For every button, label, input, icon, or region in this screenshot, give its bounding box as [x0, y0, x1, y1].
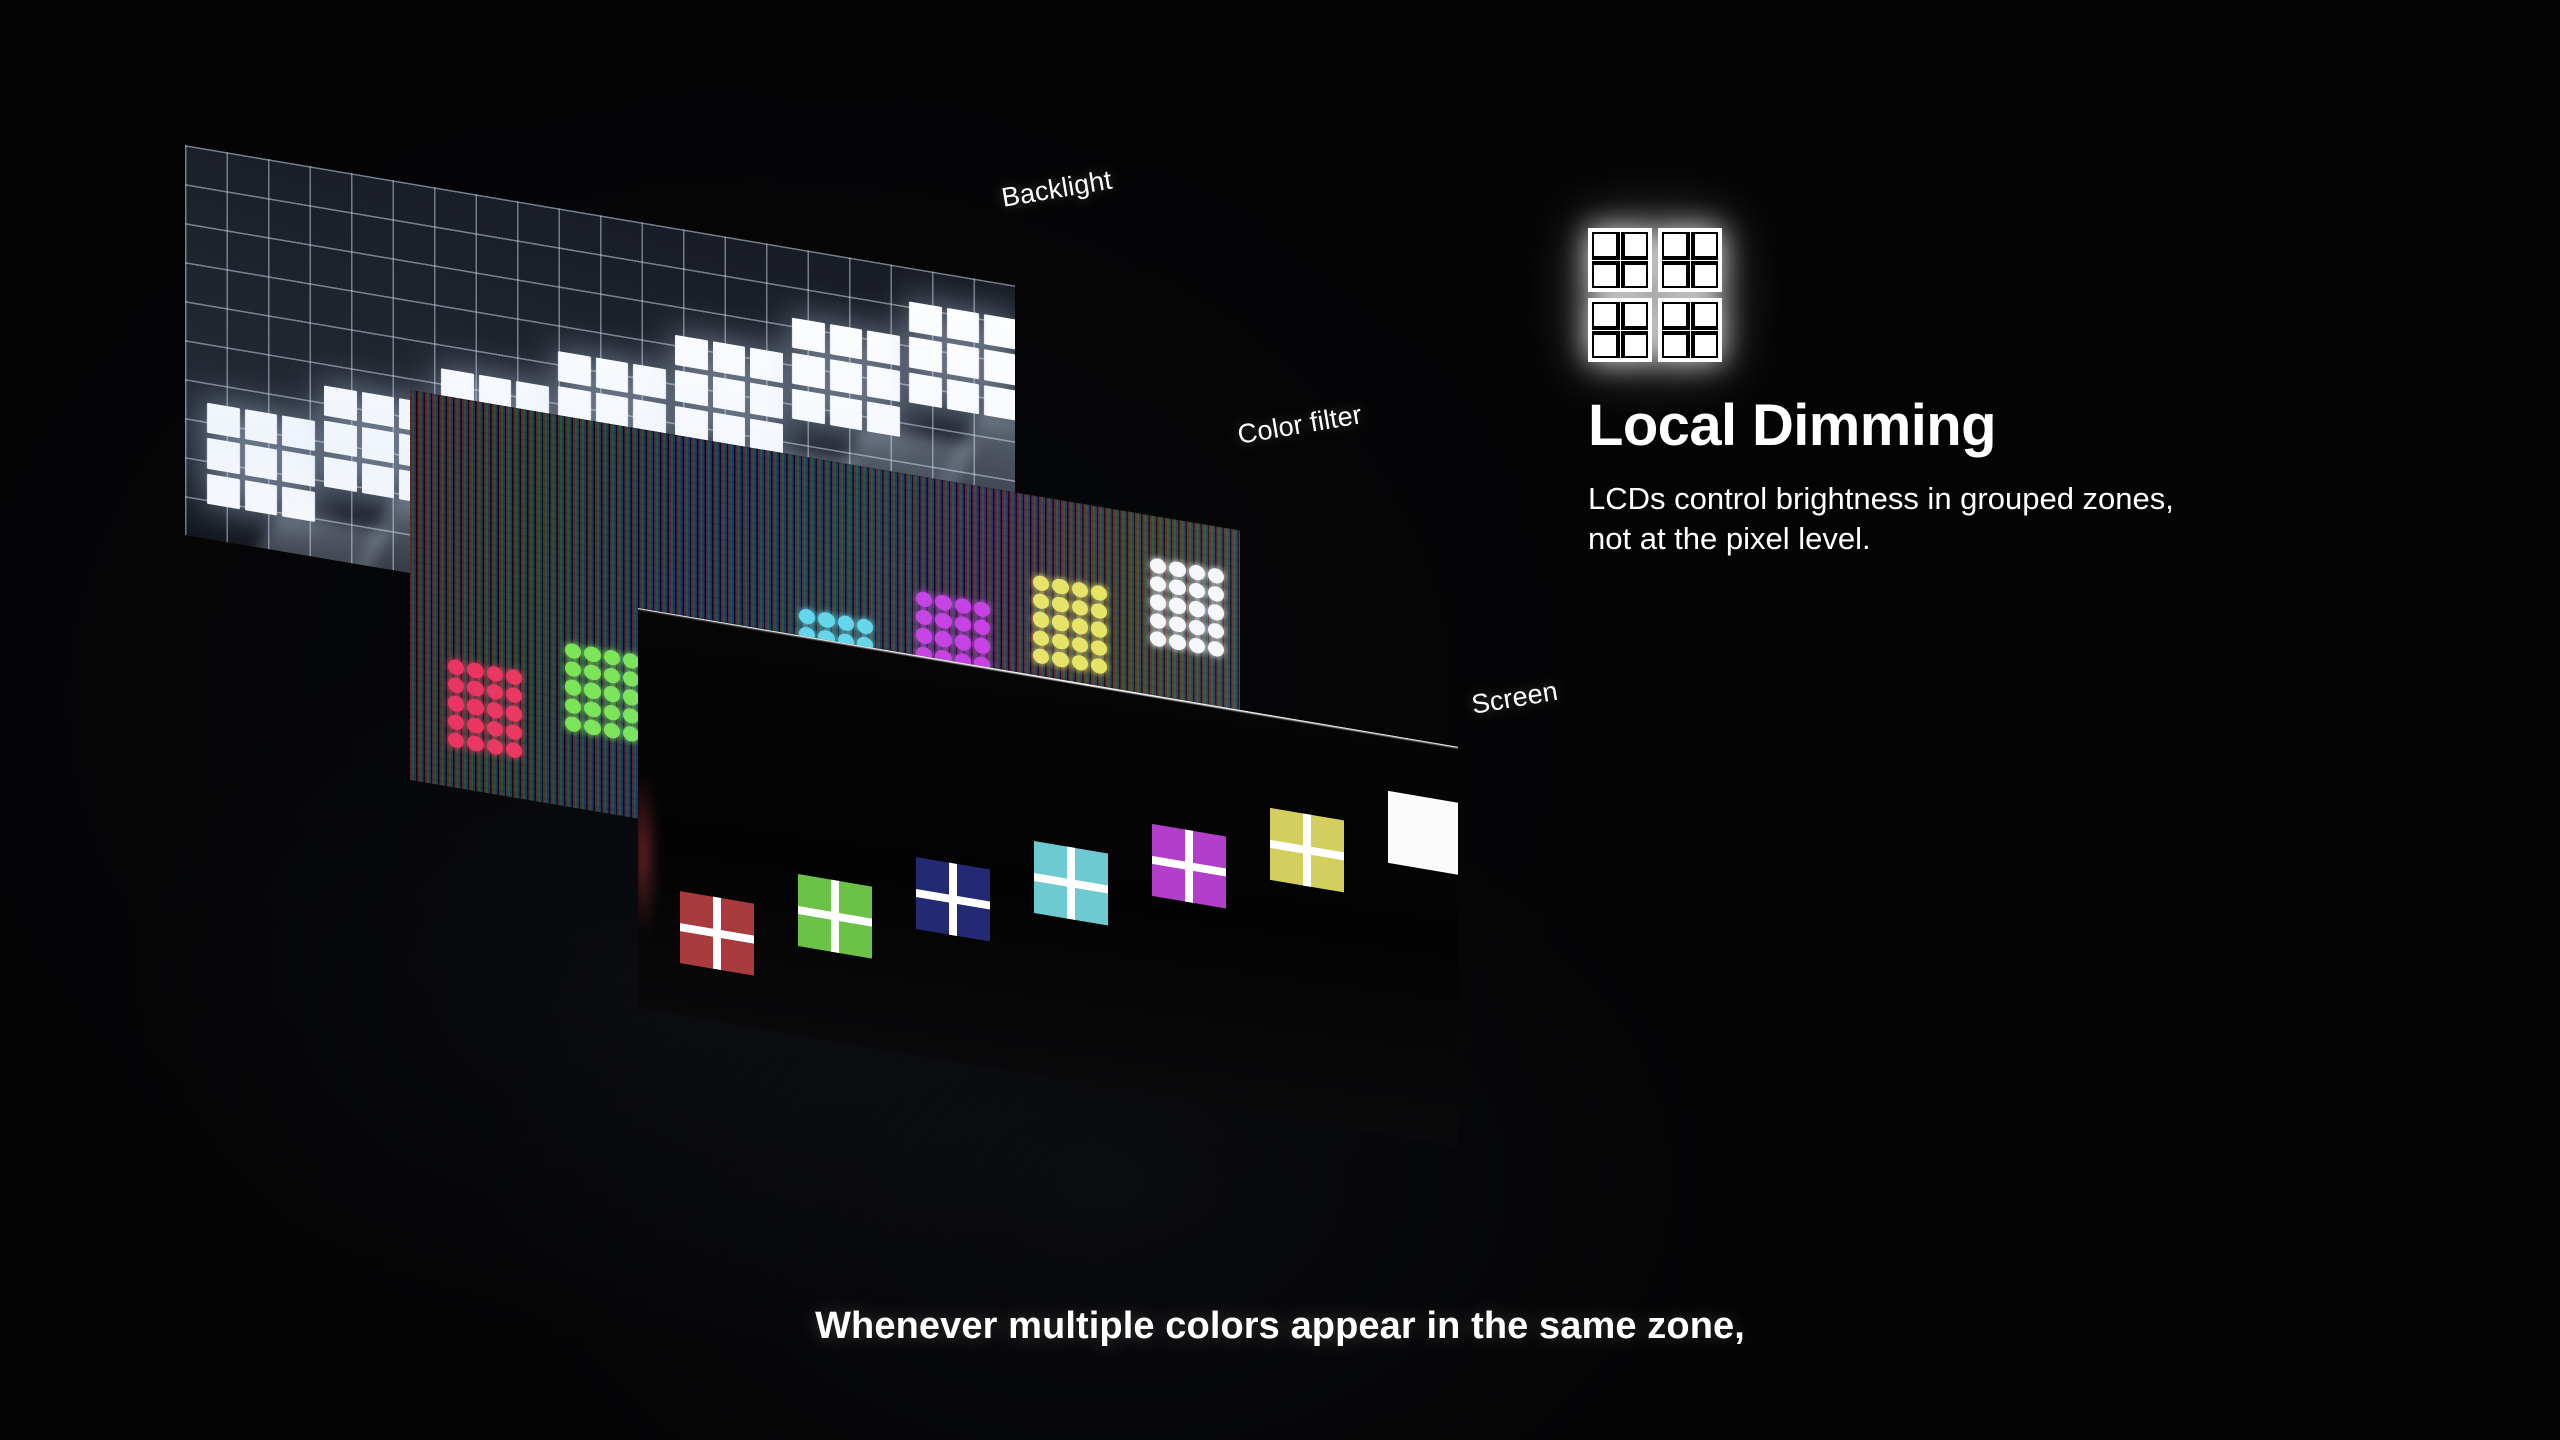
screen-layer: [638, 608, 1458, 1147]
backlight-lit-zone: [905, 297, 1015, 426]
screen-panel: [638, 608, 1458, 1147]
backlight-lit-zone: [203, 398, 319, 527]
info-panel: Local Dimming LCDs control brightness in…: [1588, 228, 2488, 559]
zone-group: [1658, 298, 1722, 362]
color-filter-cluster-white: [1150, 557, 1224, 658]
screen-tile-magenta: [1152, 823, 1226, 909]
bottom-caption-text: Whenever multiple colors appear in the s…: [815, 1305, 1745, 1347]
screen-tile-white: [1388, 790, 1458, 876]
page-title: Local Dimming: [1588, 393, 1997, 458]
color-filter-cluster-yellow: [1033, 574, 1107, 675]
zone-group: [1658, 228, 1722, 292]
label-color-filter: Color filter: [1235, 399, 1365, 450]
label-screen: Screen: [1469, 675, 1560, 720]
zone-group: [1588, 298, 1652, 362]
zone-group: [1588, 228, 1652, 292]
lcd-stack-diagram: Backlight Color filter Screen: [185, 145, 1560, 1147]
local-dimming-zones-icon: [1588, 228, 1722, 362]
screen-tile-cyan: [1034, 840, 1108, 926]
label-backlight: Backlight: [999, 164, 1115, 213]
page-description: LCDs control brightness in grouped zones…: [1588, 480, 2174, 557]
screen-tile-navy: [916, 857, 990, 942]
color-filter-cluster-red: [448, 658, 522, 759]
bottom-caption: Whenever multiple colors appear in the s…: [0, 1305, 2560, 1348]
color-filter-cluster-green: [565, 642, 639, 743]
screen-tile-red: [680, 891, 754, 976]
screen-tile-green: [798, 874, 872, 959]
screen-tile-yellow: [1270, 807, 1344, 893]
backlight-lit-zone: [788, 313, 904, 442]
screen-left-light-leak: [638, 766, 656, 942]
